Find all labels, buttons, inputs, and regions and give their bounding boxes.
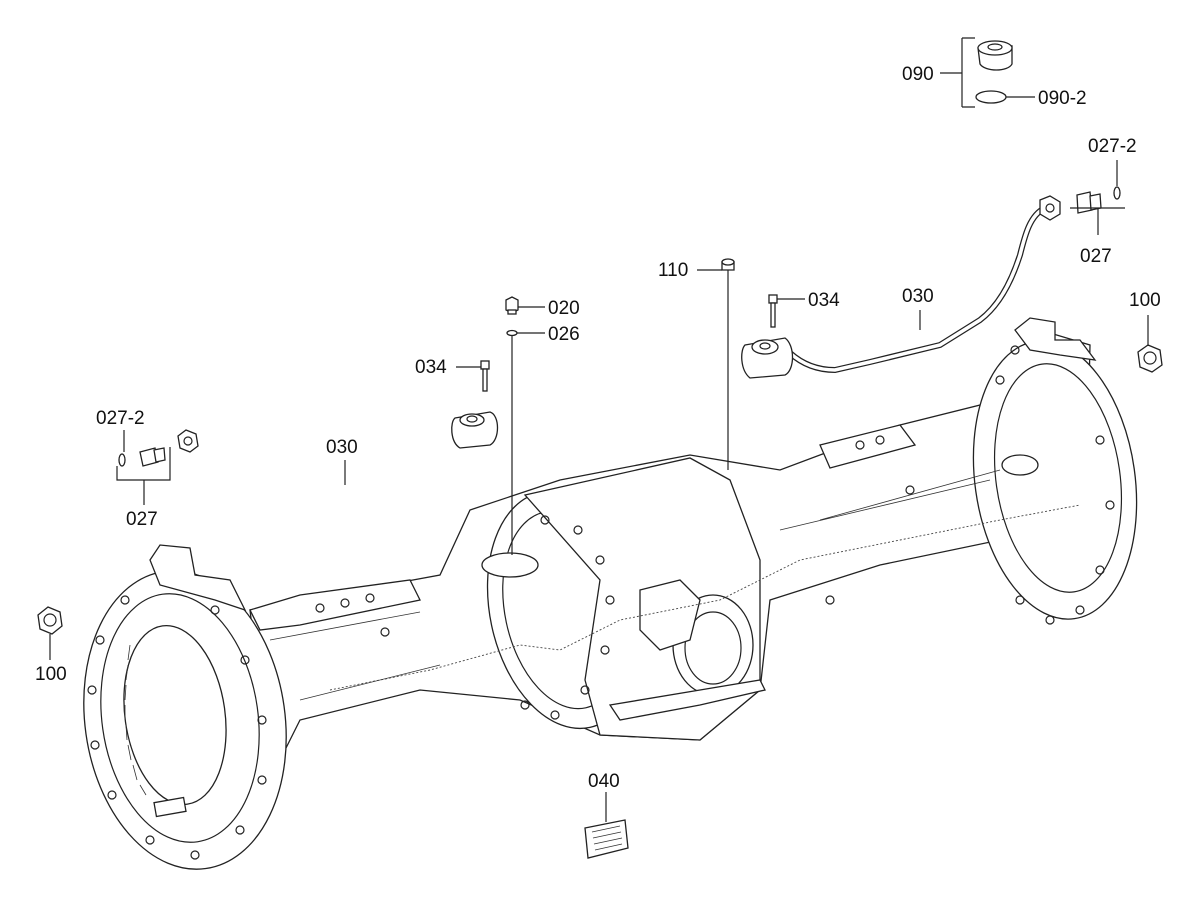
- flange-bolt-holes-right: [995, 345, 1115, 625]
- bolt-right[interactable]: [768, 294, 778, 328]
- callout-034-left: 034: [415, 357, 447, 378]
- seal-ring[interactable]: [506, 329, 518, 337]
- nut-right[interactable]: [1137, 344, 1163, 373]
- diff-bolt-ring: [520, 515, 615, 720]
- nut-left[interactable]: [37, 606, 63, 635]
- leader-lines: [49, 37, 1149, 822]
- callout-030-left: 030: [326, 437, 358, 458]
- callout-090: 090: [902, 64, 934, 85]
- callout-090-2: 090-2: [1038, 88, 1087, 109]
- axle-housing[interactable]: [65, 317, 1154, 882]
- callout-040: 040: [588, 771, 620, 792]
- callout-030-right: 030: [902, 286, 934, 307]
- callout-027-right: 027: [1080, 246, 1112, 267]
- callout-026: 026: [548, 324, 580, 345]
- callout-034-right: 034: [808, 290, 840, 311]
- bolt-left[interactable]: [480, 360, 490, 392]
- callout-100-right: 100: [1129, 290, 1161, 311]
- callout-020: 020: [548, 298, 580, 319]
- callout-labels: 090 090-2 027-2 027 100 110 034 030 020 …: [35, 64, 1161, 792]
- callout-027-2-left: 027-2: [96, 408, 145, 429]
- plug[interactable]: [721, 258, 735, 271]
- callout-027-2-right: 027-2: [1088, 136, 1137, 157]
- callout-027-left: 027: [126, 509, 158, 530]
- breather-cap[interactable]: [977, 40, 1013, 71]
- seal-ring-left[interactable]: [118, 453, 126, 467]
- flange-bolt-holes-left: [87, 595, 267, 860]
- fitting-left[interactable]: [139, 447, 166, 467]
- type-plate[interactable]: [584, 819, 629, 859]
- o-ring[interactable]: [975, 90, 1007, 104]
- plug-top[interactable]: [505, 296, 519, 315]
- callout-100-left: 100: [35, 664, 67, 685]
- callout-110: 110: [658, 260, 688, 281]
- oil-pipe-right[interactable]: [741, 195, 1061, 379]
- oil-pipe-left[interactable]: [177, 411, 499, 514]
